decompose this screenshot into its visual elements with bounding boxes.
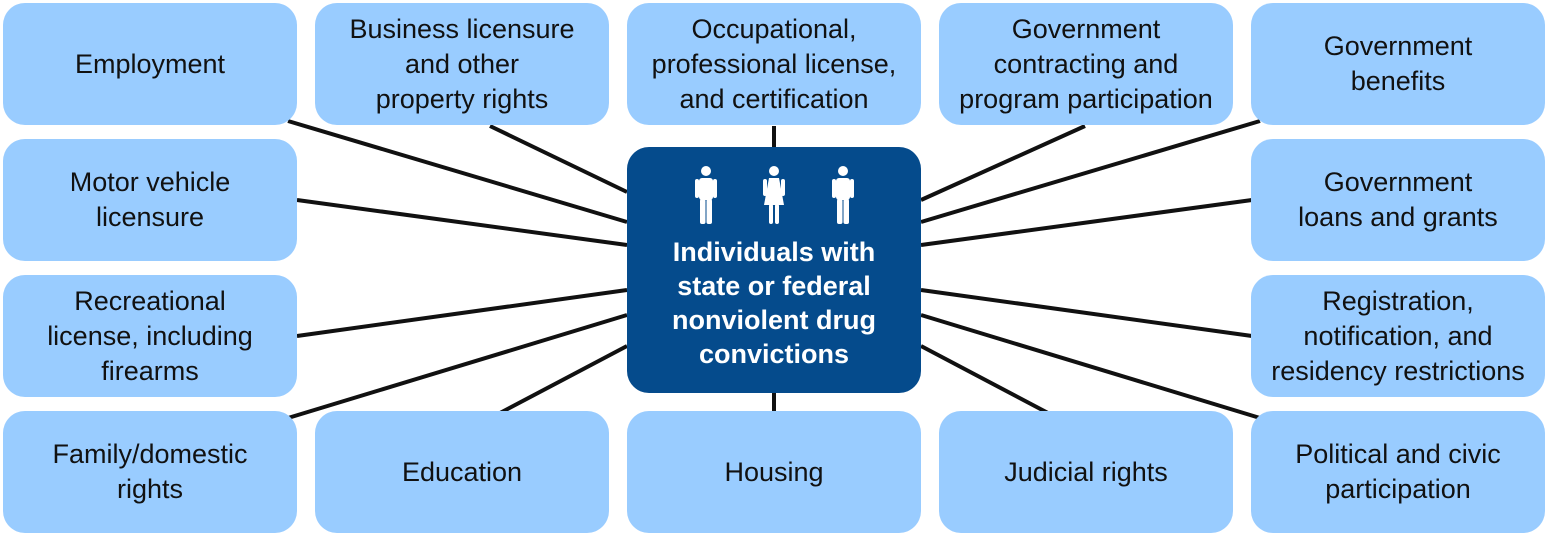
center-box: Individuals with state or federal nonvio… <box>627 147 921 393</box>
category-registration: Registration, notification, and residenc… <box>1251 275 1545 397</box>
connector-judicial-rights <box>920 344 1049 415</box>
category-motor-vehicle: Motor vehicle licensure <box>3 139 297 261</box>
connector-motor-vehicle <box>296 198 628 247</box>
connector-government-contracting <box>920 124 1086 202</box>
connector-business-licensure <box>489 124 628 194</box>
category-family-domestic: Family/domestic rights <box>3 411 297 533</box>
connector-registration <box>920 288 1253 338</box>
connector-government-benefits <box>920 119 1261 224</box>
category-employment: Employment <box>3 3 297 125</box>
category-judicial-rights: Judicial rights <box>939 411 1233 533</box>
category-political-civic: Political and civic participation <box>1251 411 1545 533</box>
connector-employment <box>287 119 628 224</box>
connector-recreational-license <box>296 288 628 338</box>
connector-family-domestic <box>287 313 628 420</box>
category-business-licensure: Business licensure and other property ri… <box>315 3 609 125</box>
center-title: Individuals with state or federal nonvio… <box>672 237 876 369</box>
connector-government-loans <box>920 198 1253 247</box>
female-figure-icon <box>763 166 785 224</box>
people-icons <box>627 165 921 229</box>
male-figure-icon <box>832 166 854 224</box>
category-recreational-license: Recreational license, including firearms <box>3 275 297 397</box>
category-housing: Housing <box>627 411 921 533</box>
category-government-contracting: Government contracting and program parti… <box>939 3 1233 125</box>
category-government-loans: Government loans and grants <box>1251 139 1545 261</box>
category-education: Education <box>315 411 609 533</box>
connector-political-civic <box>920 313 1261 420</box>
category-occupational-license: Occupational, professional license, and … <box>627 3 921 125</box>
male-figure-icon <box>695 166 717 224</box>
connector-education <box>499 344 628 415</box>
category-government-benefits: Government benefits <box>1251 3 1545 125</box>
